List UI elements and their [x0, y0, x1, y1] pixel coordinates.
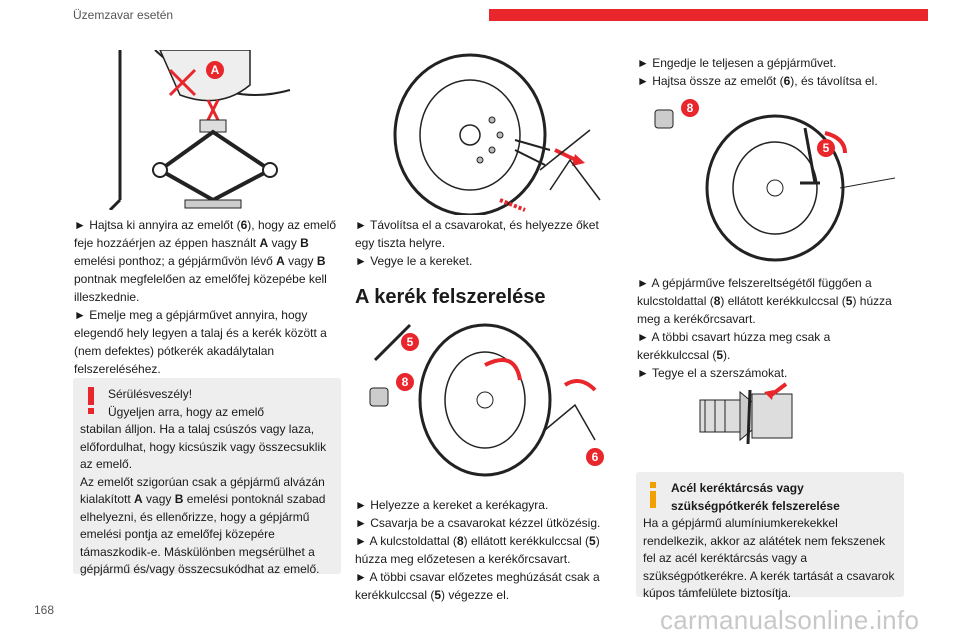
fit-wheel-illustration: 5 8 6 [355, 320, 610, 480]
section-heading: A kerék felszerelése [355, 286, 546, 308]
callout-5b-label: 5 [823, 141, 830, 155]
callout-a-label: A [211, 63, 220, 77]
warning-box: Sérülésveszély! Ügyeljen arra, hogy az e… [73, 378, 341, 576]
instruction-fit-wheel: ► Helyezze a kereket a kerékagyra. [355, 498, 549, 512]
callout-8b-label: 8 [687, 101, 694, 115]
callout-6-label: 6 [592, 450, 599, 464]
instruction-remove-bolts: ► Távolítsa el a csavarokat, és helyezze… [355, 218, 599, 250]
tighten-illustration: 8 5 [640, 98, 900, 263]
info-box: Acél keréktárcsás vagy szükségpótkerék f… [636, 472, 904, 600]
info-icon [650, 482, 656, 508]
info-title-line2: szükségpótkerék felszerelése [671, 498, 840, 513]
jack-illustration: A [100, 50, 300, 210]
warning-title: Sérülésveszély! [108, 387, 193, 401]
instruction-tighten-rest: ► A többi csavart húzza meg csak a kerék… [637, 330, 831, 362]
info-text: Ha a gépjármű alumíniumkerekekkel rendel… [643, 516, 895, 600]
warning-text-2: Az emelőt szigorúan csak a gépjármű alvá… [80, 474, 326, 577]
remove-bolts-illustration [350, 50, 610, 215]
instruction-extend-jack: ► Hajtsa ki annyira az emelőt (6), hogy … [74, 218, 337, 304]
instruction-lower: ► Engedje le teljesen a gépjárművet. [637, 56, 837, 70]
watermark: carmanualsonline.info [660, 605, 920, 635]
page-number: 168 [34, 603, 55, 617]
warning-text: stabilan álljon. Ha a talaj csúszós vagy… [80, 422, 327, 471]
instruction-store-tools: ► Tegye el a szerszámokat. [637, 366, 788, 380]
section-title: Üzemzavar esetén [73, 8, 174, 22]
column-3-middle: ► A gépjárműve felszereltségétől függően… [637, 274, 899, 382]
column-3: ► Engedje le teljesen a gépjárművet. ► H… [637, 54, 899, 90]
column-1: ► Hajtsa ki annyira az emelőt (6), hogy … [74, 216, 339, 378]
callout-5-label: 5 [407, 335, 414, 349]
callout-8-label: 8 [402, 375, 409, 389]
instruction-remove-wheel: ► Vegye le a kereket. [355, 254, 473, 268]
instruction-lift-vehicle: ► Emelje meg a gépjárművet annyira, hogy… [74, 308, 327, 376]
exclamation-icon [88, 387, 94, 414]
warning-line1: Ügyeljen arra, hogy az emelő [108, 404, 265, 419]
column-2: ► Távolítsa el a csavarokat, és helyezze… [355, 216, 608, 270]
instruction-fold-jack: ► Hajtsa össze az emelőt (6), és távolít… [637, 74, 878, 88]
instruction-pretighten: ► A kulcstoldattal (8) ellátott kerékkul… [355, 534, 600, 566]
instruction-finish: ► A többi csavar előzetes meghúzását csa… [355, 570, 600, 602]
header-accent-bar [489, 9, 928, 21]
instruction-tighten-lock: ► A gépjárműve felszereltségétől függően… [637, 276, 892, 326]
bolt-washer-illustration [690, 378, 810, 456]
instruction-screw-bolts: ► Csavarja be a csavarokat kézzel ütközé… [355, 516, 601, 530]
info-title-line1: Acél keréktárcsás vagy [671, 481, 804, 495]
column-2-lower: ► Helyezze a kereket a kerékagyra. ► Csa… [355, 496, 608, 604]
